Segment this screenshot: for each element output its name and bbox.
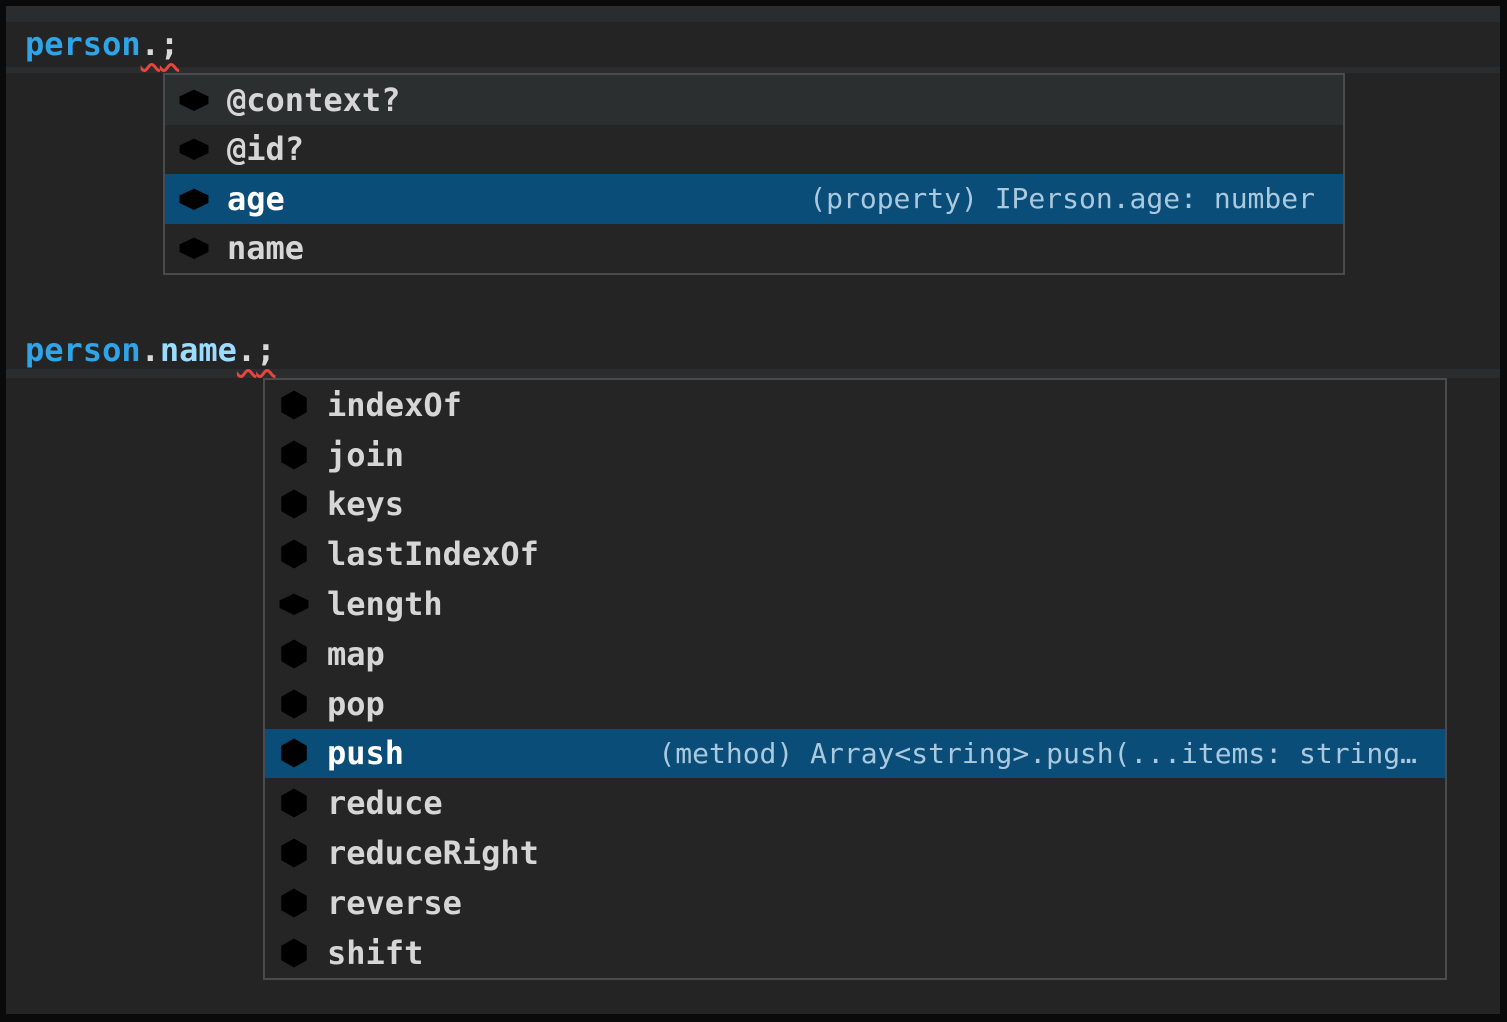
suggestion-label: push	[327, 734, 405, 773]
line-highlight-band	[6, 6, 1500, 22]
suggestion-label: map	[327, 634, 385, 673]
suggestion-item-lastindexof[interactable]: lastIndexOf	[265, 529, 1445, 579]
code-token-semicolon-error: ;	[256, 331, 276, 369]
field-icon	[177, 182, 211, 216]
suggestion-detail: (property) IPerson.age: number	[809, 182, 1315, 216]
suggestion-item-indexof[interactable]: indexOf	[265, 380, 1445, 430]
method-icon	[277, 637, 311, 671]
suggestion-label: shift	[327, 933, 424, 972]
line-highlight-band	[6, 369, 1500, 378]
code-editor[interactable]: person.; @context? @id? age (property) I…	[6, 6, 1500, 1014]
suggestion-detail: (method) Array<string>.push(...items: st…	[658, 736, 1417, 770]
field-icon	[177, 83, 211, 117]
suggestion-label: reduceRight	[327, 834, 539, 873]
method-icon	[277, 388, 311, 422]
suggestion-label: @context?	[227, 80, 401, 119]
method-icon	[277, 487, 311, 521]
code-token-semicolon-error: ;	[159, 25, 180, 63]
suggestion-label: @id?	[227, 130, 305, 169]
suggestion-item-map[interactable]: map	[265, 629, 1445, 679]
suggestion-item-age[interactable]: age (property) IPerson.age: number	[165, 174, 1343, 224]
code-token-dot-error: .	[140, 25, 160, 63]
suggestion-item-reduce[interactable]: reduce	[265, 778, 1445, 828]
suggestion-label: join	[327, 435, 405, 474]
suggestion-item-name[interactable]: name	[165, 224, 1343, 274]
code-token-variable: person	[25, 25, 141, 63]
method-icon	[277, 836, 311, 870]
code-line-1[interactable]: person.;	[25, 22, 179, 66]
suggestion-label: lastIndexOf	[327, 535, 539, 574]
code-line-2[interactable]: person.name.;	[25, 328, 275, 372]
line-highlight-band	[6, 67, 1500, 73]
suggestion-item-pop[interactable]: pop	[265, 679, 1445, 729]
code-token-variable: person	[25, 331, 141, 369]
method-icon	[277, 687, 311, 721]
field-icon	[177, 231, 211, 265]
code-token-property: name	[159, 331, 237, 369]
suggestion-item-id[interactable]: @id?	[165, 125, 1343, 175]
method-icon	[277, 886, 311, 920]
suggestion-label: pop	[327, 684, 385, 723]
suggestion-item-push[interactable]: push (method) Array<string>.push(...item…	[265, 728, 1445, 779]
method-icon	[277, 786, 311, 820]
suggestion-label: indexOf	[327, 385, 462, 424]
suggestion-item-join[interactable]: join	[265, 430, 1445, 480]
code-token-dot-error: .	[236, 331, 257, 369]
intellisense-popup-person: @context? @id? age (property) IPerson.ag…	[163, 73, 1345, 275]
suggestion-item-keys[interactable]: keys	[265, 480, 1445, 530]
suggestion-item-context[interactable]: @context?	[165, 75, 1343, 125]
method-icon	[277, 438, 311, 472]
suggestion-label: length	[327, 585, 443, 624]
method-icon	[277, 537, 311, 571]
suggestion-item-length[interactable]: length	[265, 579, 1445, 629]
suggestion-label: age	[227, 179, 285, 218]
suggestion-label: reverse	[327, 883, 462, 922]
field-icon	[177, 132, 211, 166]
suggestion-item-reduceright[interactable]: reduceRight	[265, 828, 1445, 878]
method-icon	[277, 736, 311, 770]
suggestion-item-reverse[interactable]: reverse	[265, 878, 1445, 928]
suggestion-label: reduce	[327, 784, 443, 823]
field-icon	[277, 587, 311, 621]
suggestion-label: name	[227, 229, 305, 268]
method-icon	[277, 936, 311, 970]
suggestion-item-shift[interactable]: shift	[265, 928, 1445, 978]
suggestion-label: keys	[327, 485, 405, 524]
intellisense-popup-person-name: indexOf join keys lastIndexOf length map	[263, 378, 1447, 980]
code-token-dot: .	[140, 331, 160, 369]
